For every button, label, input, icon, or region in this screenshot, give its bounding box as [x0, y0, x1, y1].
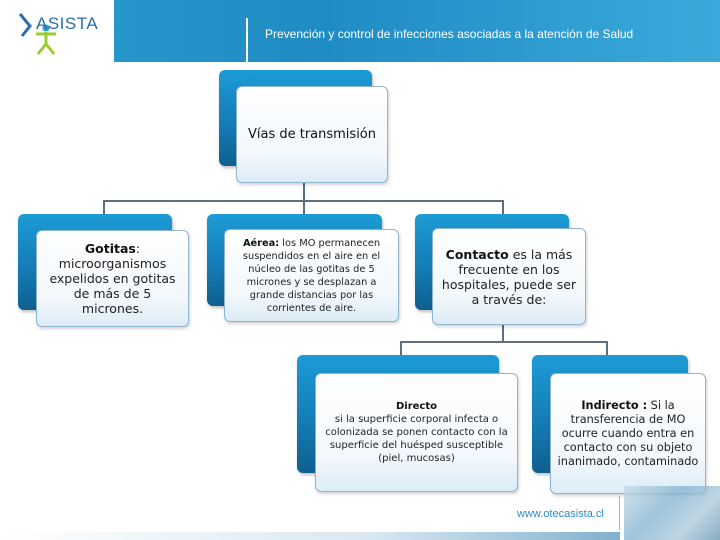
node-root-label: Vías de transmisión	[247, 127, 377, 142]
node-root: Vías de transmisión	[236, 86, 388, 183]
logo-text: ASISTA	[36, 14, 99, 33]
connector-contacto-down	[502, 325, 504, 342]
connector-to-directo	[400, 341, 402, 355]
connector-root-down	[303, 183, 305, 201]
connector-to-aerea	[303, 200, 305, 214]
node-aerea: Aérea: los MO permanecen suspendidos en …	[224, 229, 399, 322]
node-indirecto-text: Si la transferencia de MO ocurre cuando …	[557, 398, 699, 468]
connector-to-gotitas	[103, 200, 105, 214]
header-bar: ASISTA Prevención y control de infeccion…	[0, 0, 720, 62]
node-directo-text: si la superficie corporal infecta o colo…	[325, 414, 508, 464]
node-directo: Directo si la superficie corporal infect…	[315, 373, 518, 492]
logo[interactable]: ASISTA	[0, 0, 114, 62]
node-gotitas-text: : microorganismos expelidos en gotitas d…	[49, 241, 176, 316]
node-aerea-term: Aérea:	[242, 237, 280, 249]
node-contacto-text: es la más frecuente en los hospitales, p…	[441, 246, 577, 307]
connector-to-contacto	[502, 200, 504, 214]
node-contacto: Contacto es la más frecuente en los hosp…	[432, 228, 586, 325]
node-gotitas-term: Gotitas	[84, 241, 136, 256]
header-divider	[246, 18, 248, 62]
node-indirecto-term: Indirecto :	[581, 398, 648, 412]
node-gotitas: Gotitas: microorganismos expelidos en go…	[36, 230, 189, 327]
node-directo-term: Directo	[395, 401, 438, 412]
footer-divider	[619, 496, 620, 530]
node-indirecto: Indirecto : Si la transferencia de MO oc…	[550, 373, 706, 494]
footer-url-link[interactable]: www.otecasista.cl	[517, 508, 604, 520]
node-contacto-term: Contacto	[445, 246, 509, 262]
footer-band	[0, 532, 620, 540]
page-title: Prevención y control de infecciones asoc…	[265, 27, 634, 41]
connector-to-indirecto	[606, 341, 608, 355]
logo-figure-icon	[18, 13, 56, 55]
connector-level2-bar	[400, 341, 608, 343]
footer-photo	[624, 486, 720, 540]
node-aerea-text: los MO permanecen suspendidos en el aire…	[242, 237, 381, 314]
